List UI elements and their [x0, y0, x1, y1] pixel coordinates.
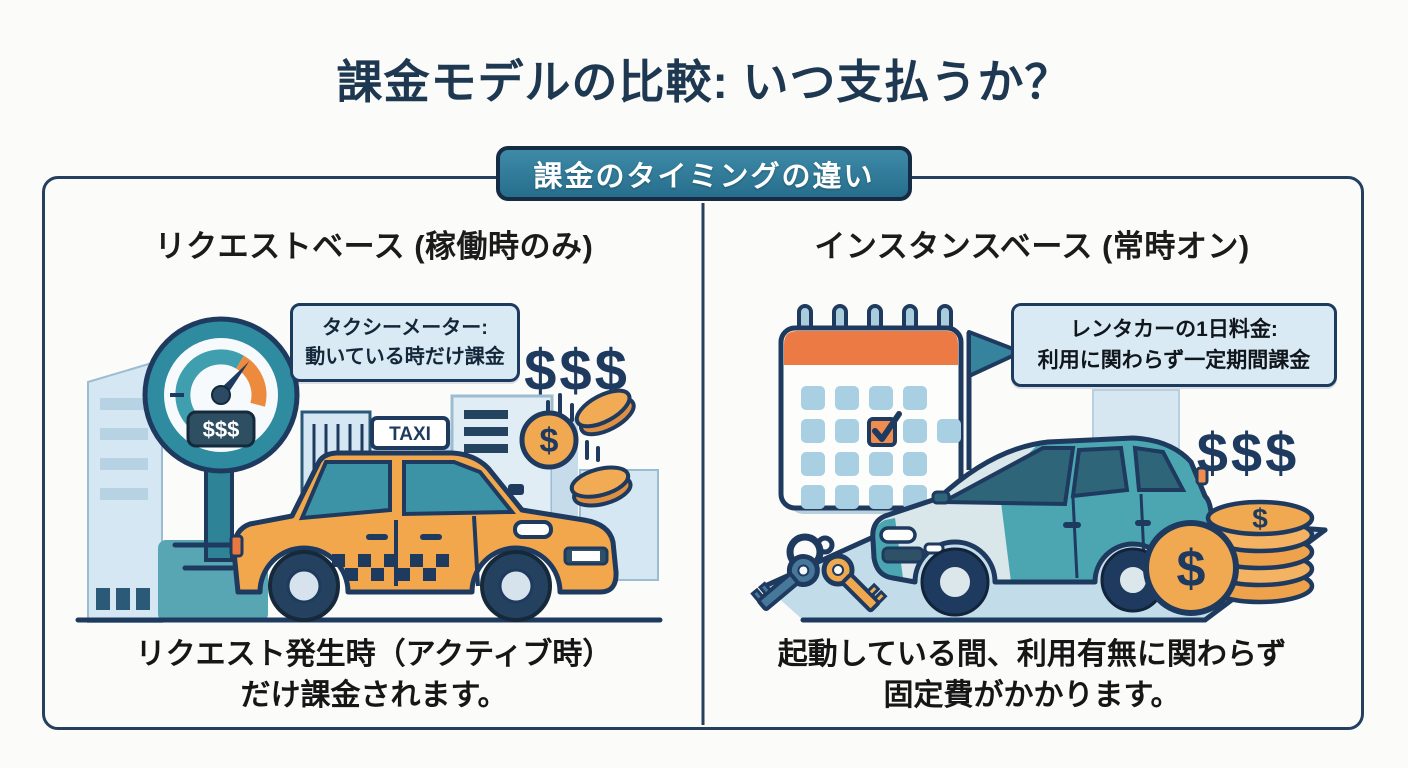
- left-panel-request-based: リクエストベース (稼働時のみ): [45, 179, 703, 727]
- taxi-sign-text: TAXI: [389, 424, 431, 445]
- callout-line: 動いている時だけ課金: [305, 345, 505, 368]
- taxi-roof-sign: TAXI: [370, 416, 450, 450]
- rental-callout-box: レンタカーの1日料金: 利用に関わらず一定期間課金: [1011, 303, 1337, 387]
- flag-icon: [966, 330, 1023, 470]
- right-panel-instance-based: インスタンスベース (常時オン): [703, 179, 1361, 727]
- callout-line: タクシーメーター:: [322, 316, 488, 339]
- callout-line: レンタカーの1日料金:: [1070, 317, 1278, 341]
- calendar-check-icon: [867, 411, 902, 447]
- caption-line: だけ課金されます。: [240, 678, 508, 712]
- callout-line: 利用に関わらず一定期間課金: [1037, 349, 1311, 372]
- falling-coin-icon: [574, 388, 636, 437]
- dollar-signs: $$$: [1197, 421, 1299, 484]
- calendar-grid: [801, 386, 961, 509]
- taxi-icon: TAXI: [229, 416, 619, 622]
- taxi-meter-icon: $$$: [142, 316, 300, 562]
- taxi-callout-box: タクシーメーター: 動いている時だけ課金: [290, 303, 520, 382]
- comparison-box: リクエストベース (稼働時のみ): [42, 176, 1364, 730]
- page-title: 課金モデルの比較: いつ支払うか？: [336, 56, 1072, 108]
- taxi-checker-band: [306, 554, 449, 581]
- taxi-scene-illustration: $$$ $$$: [75, 316, 663, 623]
- meter-display: [186, 410, 256, 448]
- right-caption: 起動している間、利用有無に関わらず 固定費がかかります。: [703, 635, 1361, 716]
- dollar-coin-icon: [519, 410, 579, 470]
- left-caption: リクエスト発生時（アクティブ時） だけ課金されます。: [45, 635, 703, 716]
- caption-line: 固定費がかかります。: [883, 678, 1181, 712]
- car-wheel-icon: [920, 547, 990, 617]
- taxi-wheel-icon: [480, 550, 552, 622]
- left-panel-heading: リクエストベース (稼働時のみ): [154, 229, 594, 264]
- front-coin-dollar-symbol: $: [1177, 540, 1206, 598]
- falling-coin-icon: [569, 465, 633, 508]
- panel-divider: [701, 203, 705, 725]
- money-icons: $$$ $ $: [1143, 421, 1315, 616]
- right-panel-heading: インスタンスベース (常時オン): [814, 229, 1250, 264]
- calendar-icon: [778, 304, 964, 514]
- taxi-wheel-icon: [268, 550, 340, 622]
- rental-scene-illustration: $$$ $ $: [750, 304, 1328, 623]
- meter-display-text: $$$: [203, 417, 240, 442]
- dollar-coin-icon: $: [1143, 520, 1239, 616]
- stack-coin-dollar-symbol: $: [1252, 503, 1268, 534]
- caption-line: 起動している間、利用有無に関わらず: [777, 638, 1287, 671]
- money-icons: $$$ $: [519, 338, 636, 508]
- timing-badge: 課金のタイミングの違い: [496, 146, 912, 201]
- coin-dollar-symbol: $: [540, 422, 559, 460]
- caption-line: リクエスト発生時（アクティブ時）: [135, 638, 613, 671]
- car-keys-icon: [750, 533, 888, 613]
